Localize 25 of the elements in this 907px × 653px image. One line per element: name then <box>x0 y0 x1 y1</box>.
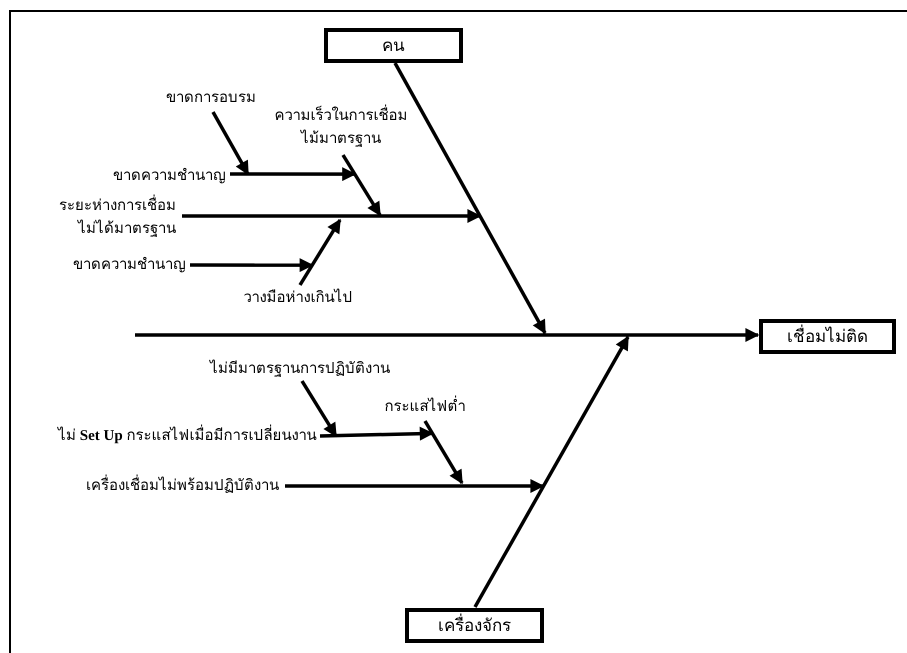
arrow <box>135 328 760 342</box>
cause-label: ระยะห่างการเชื่อมไม่ได้มาตรฐาน <box>46 195 176 241</box>
cause-label: ไม่มีมาตรฐานการปฏิบัติงาน <box>210 358 390 381</box>
cause-label: เครื่องเชื่อมไม่พร้อมปฏิบัติงาน <box>86 475 279 498</box>
arrow <box>182 209 482 223</box>
arrow <box>298 218 342 286</box>
cause-label: ความเร็วในการเชื่อมไม้มาตรฐาน <box>271 105 411 151</box>
cause-label: กระแสไฟต่ำ <box>384 396 466 419</box>
arrow <box>211 111 250 176</box>
arrow <box>424 420 464 484</box>
effect-box: เชื่อมไม่ติด <box>759 319 896 354</box>
category-box: เครื่องจักร <box>405 608 544 643</box>
cause-label: ขาดความชำนาญ <box>73 254 186 277</box>
arrow <box>190 258 314 272</box>
arrow <box>473 336 630 608</box>
category-box: คน <box>324 28 463 63</box>
arrow <box>393 62 547 334</box>
cause-label: ขาดความชำนาญ <box>113 165 226 188</box>
arrow <box>342 154 382 216</box>
arrow <box>320 426 434 441</box>
cause-label: ขาดการอบรม <box>166 87 256 110</box>
cause-label: วางมือห่างเกินไป <box>244 287 352 310</box>
cause-label: ไม่ Set Up กระแสไฟเมื่อมีการเปลี่ยนงาน <box>58 425 316 448</box>
arrow <box>285 479 544 493</box>
arrow <box>230 167 356 182</box>
